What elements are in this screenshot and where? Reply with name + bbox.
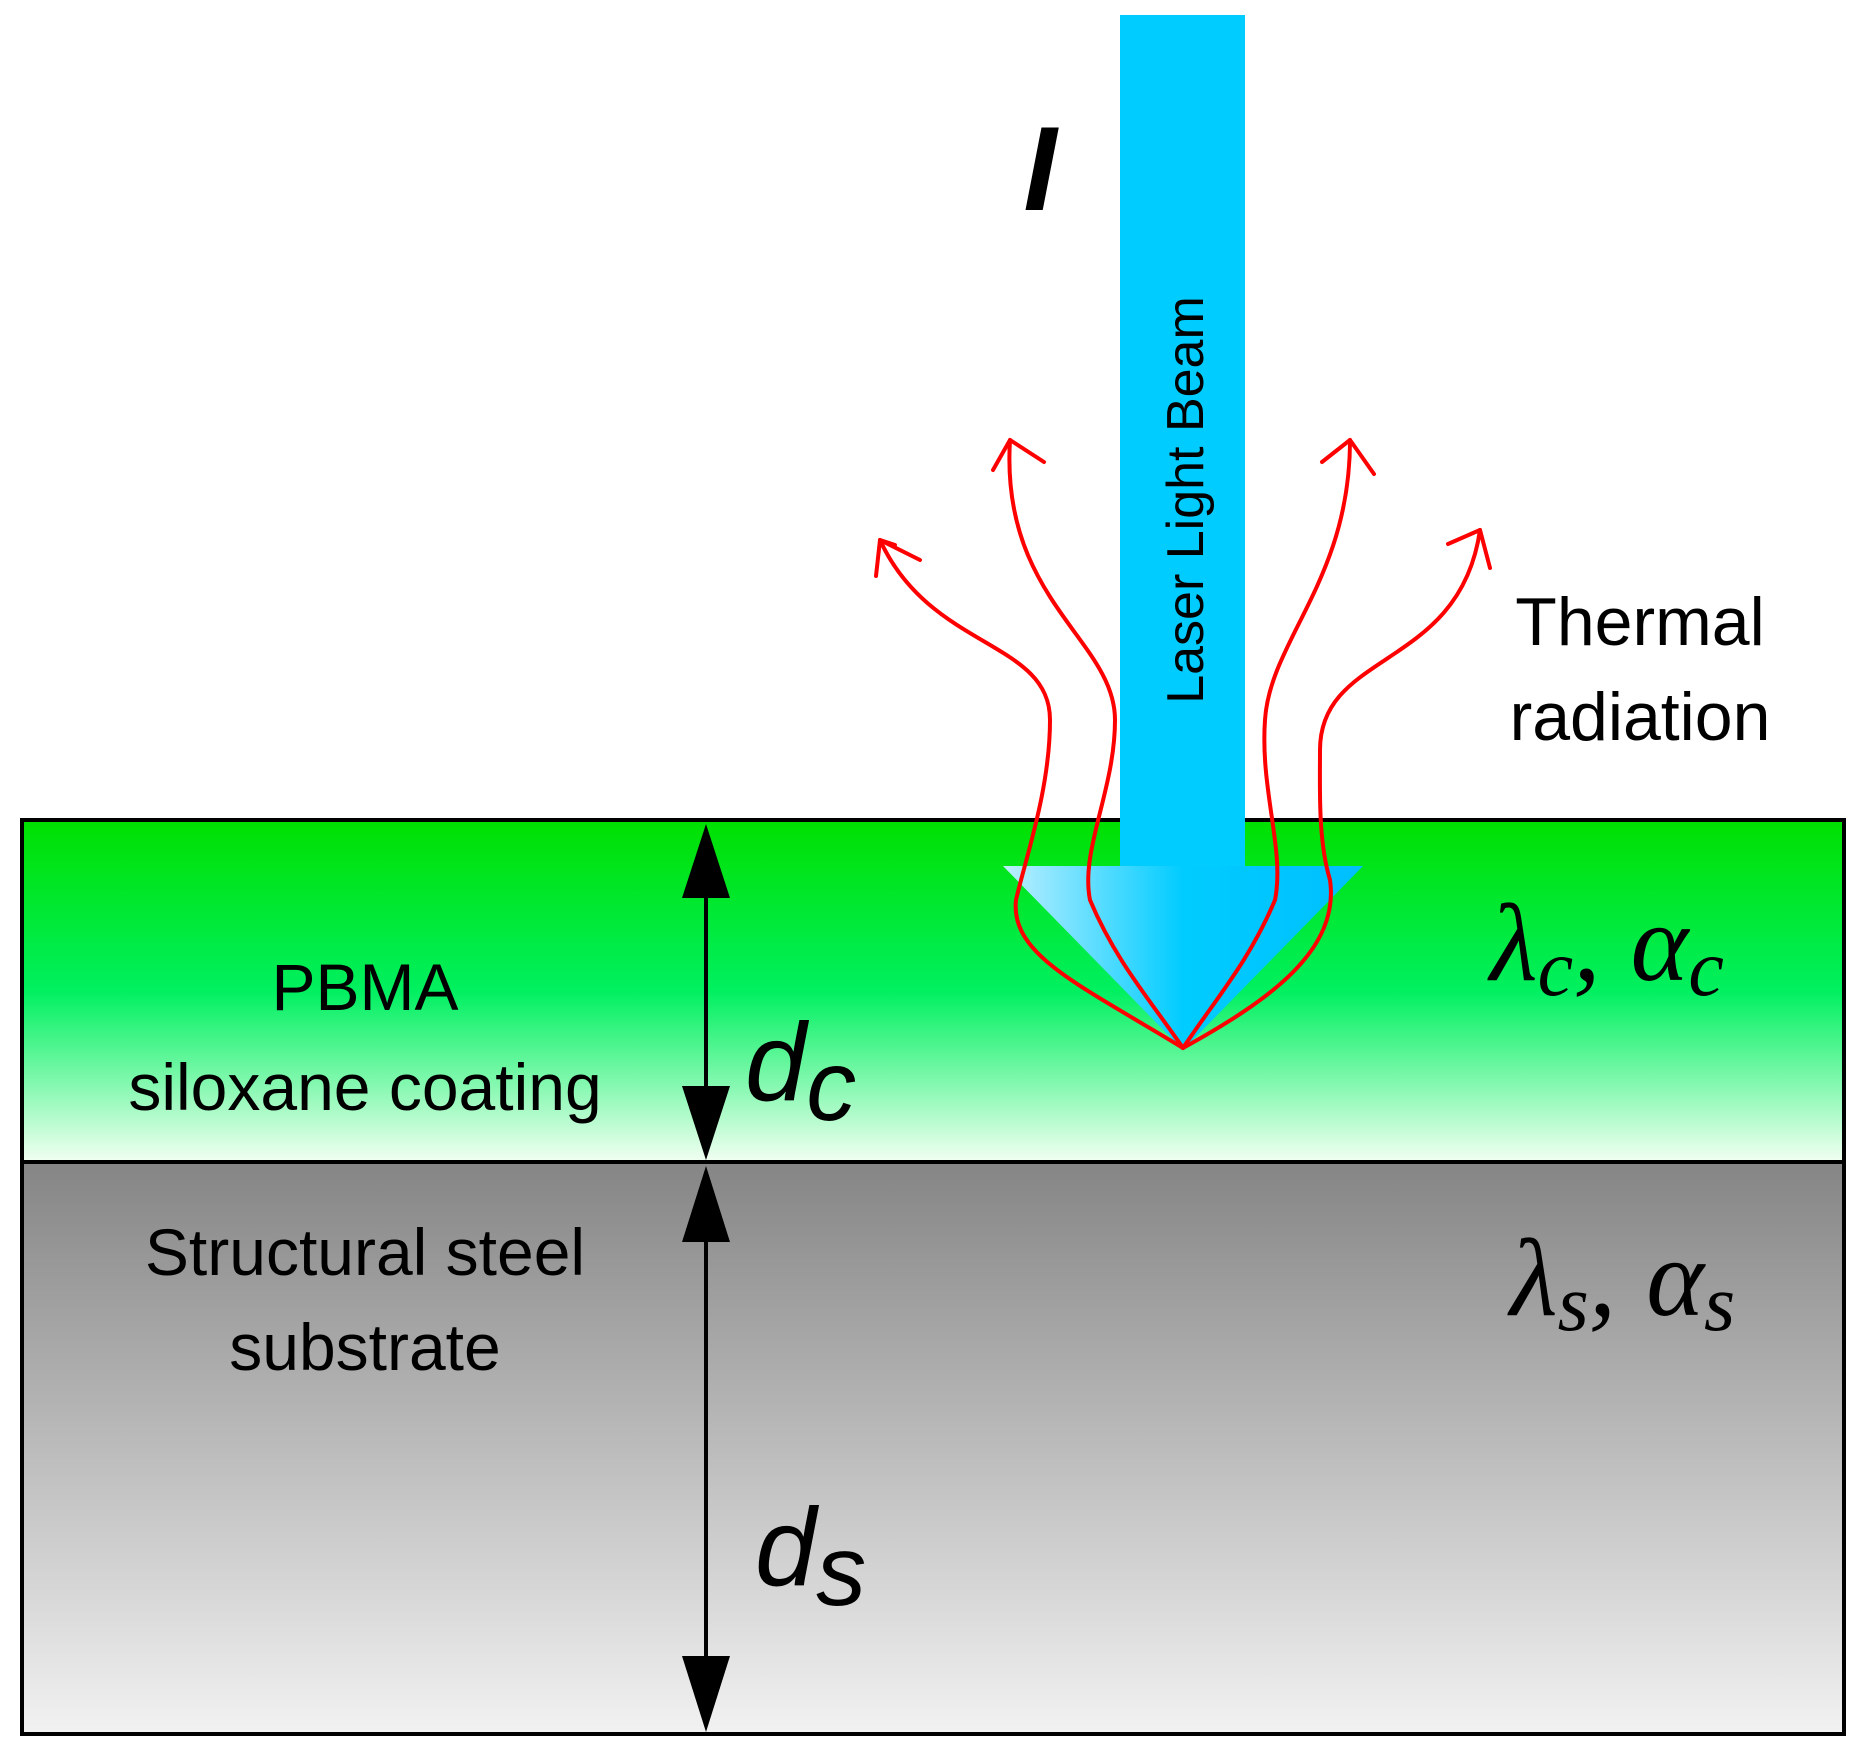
substrate-arrowhead-bottom xyxy=(682,1656,730,1732)
radiation-path-inner-left xyxy=(1007,438,1185,1050)
laser-beam-head xyxy=(1003,866,1363,1050)
laser-beam-shaft xyxy=(1120,15,1245,870)
intensity-symbol: I xyxy=(1023,102,1059,236)
coating-properties: λc,αc xyxy=(1487,882,1724,1013)
thermal-radiation-arrows xyxy=(874,438,1492,1050)
radiation-path-outer-right xyxy=(1181,528,1482,1050)
thermal-radiation-label-line2: radiation xyxy=(1510,679,1771,755)
radiation-arrowhead-inner-right xyxy=(1320,438,1376,476)
substrate-label-line2: substrate xyxy=(229,1310,500,1384)
coating-label-line2: siloxane coating xyxy=(128,1050,601,1124)
coating-arrowhead-top xyxy=(682,824,730,898)
radiation-arrowhead-outer-right xyxy=(1446,528,1492,570)
radiation-path-inner-right xyxy=(1181,438,1352,1050)
coating-label-line1: PBMA xyxy=(271,950,458,1024)
radiation-arrowhead-outer-left xyxy=(874,538,922,578)
substrate-arrowhead-top xyxy=(682,1166,730,1242)
laser-beam-label: Laser Light Beam xyxy=(1157,296,1215,704)
coating-arrowhead-bottom xyxy=(682,1086,730,1160)
radiation-arrowhead-inner-left xyxy=(991,438,1046,472)
substrate-thickness-arrow xyxy=(682,1166,730,1732)
substrate-thickness-symbol: ds xyxy=(755,1486,866,1627)
thermal-radiation-label-line1: Thermal xyxy=(1515,584,1764,660)
coating-thickness-symbol: dc xyxy=(745,1001,856,1142)
substrate-layer xyxy=(20,1160,1846,1736)
substrate-label-line1: Structural steel xyxy=(145,1215,585,1289)
coating-thickness-arrow xyxy=(682,824,730,1160)
radiation-path-outer-left xyxy=(878,538,1185,1050)
substrate-properties: λs,αs xyxy=(1507,1217,1735,1348)
coating-layer xyxy=(20,818,1846,1164)
